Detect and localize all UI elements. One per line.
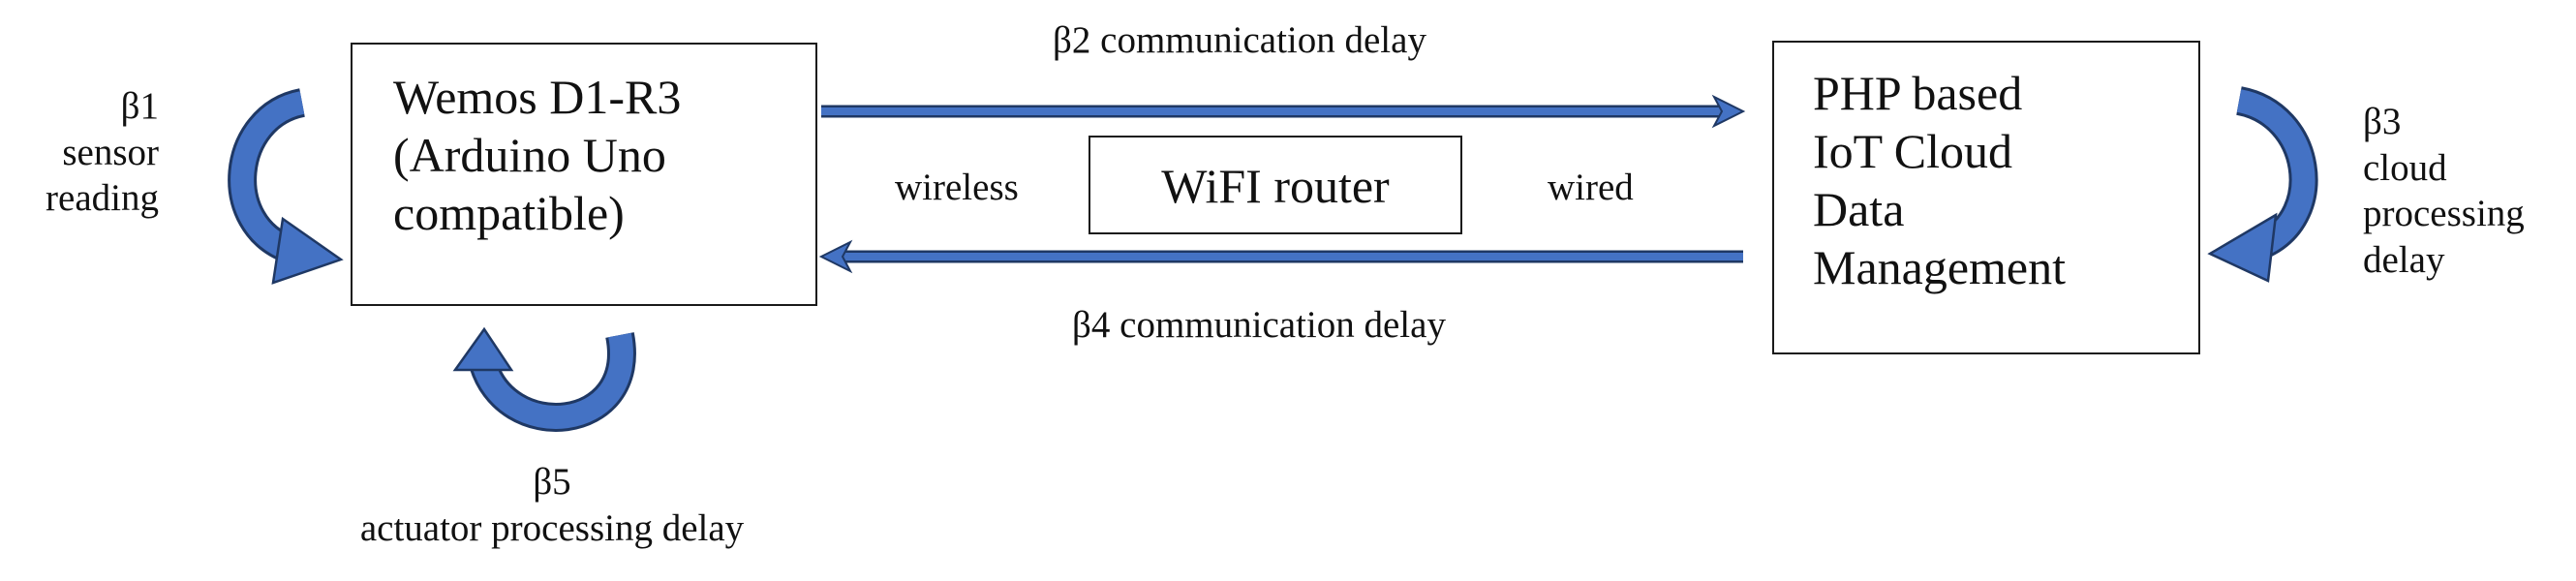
cloud-line-2: IoT Cloud [1813,124,2013,178]
beta1-label: β1 sensor reading [39,83,159,222]
beta4-arrow [818,239,1743,274]
beta4-label: β4 communication delay [1072,304,1446,346]
router-label: WiFI router [1161,159,1390,213]
cloud-box: PHP based IoT Cloud Data Management [1772,41,2200,354]
beta3-line-1: cloud [2363,146,2447,189]
beta5-symbol: β5 [533,461,571,503]
beta1-loop-arrow [228,88,344,285]
beta3-loop-arrow [2207,86,2318,283]
beta5-label: β5 actuator processing delay [320,459,784,551]
wemos-box-text: Wemos D1-R3 (Arduino Uno compatible) [393,68,681,242]
wired-label: wired [1548,167,1634,208]
beta3-line-2: processing [2363,193,2525,235]
wemos-line-3: compatible) [393,186,625,240]
beta2-label: β2 communication delay [1053,19,1426,61]
beta3-label: β3 cloud processing delay [2363,99,2525,283]
cloud-line-3: Data [1813,182,1905,236]
cloud-box-text: PHP based IoT Cloud Data Management [1813,64,2066,296]
cloud-line-4: Management [1813,240,2067,294]
beta1-line-1: sensor [62,131,159,173]
cloud-line-1: PHP based [1813,66,2023,120]
router-box: WiFI router [1089,136,1462,234]
wemos-line-2: (Arduino Uno [393,128,666,182]
beta5-line-1: actuator processing delay [359,506,745,549]
beta3-line-3: delay [2363,238,2445,281]
beta3-symbol: β3 [2363,101,2402,142]
wemos-line-1: Wemos D1-R3 [393,70,682,124]
beta1-line-2: reading [46,177,159,220]
beta2-arrow [821,94,1746,129]
wemos-box: Wemos D1-R3 (Arduino Uno compatible) [351,43,817,306]
beta1-symbol: β1 [120,85,159,127]
beta5-loop-arrow [452,326,636,432]
wireless-label: wireless [895,167,1019,208]
